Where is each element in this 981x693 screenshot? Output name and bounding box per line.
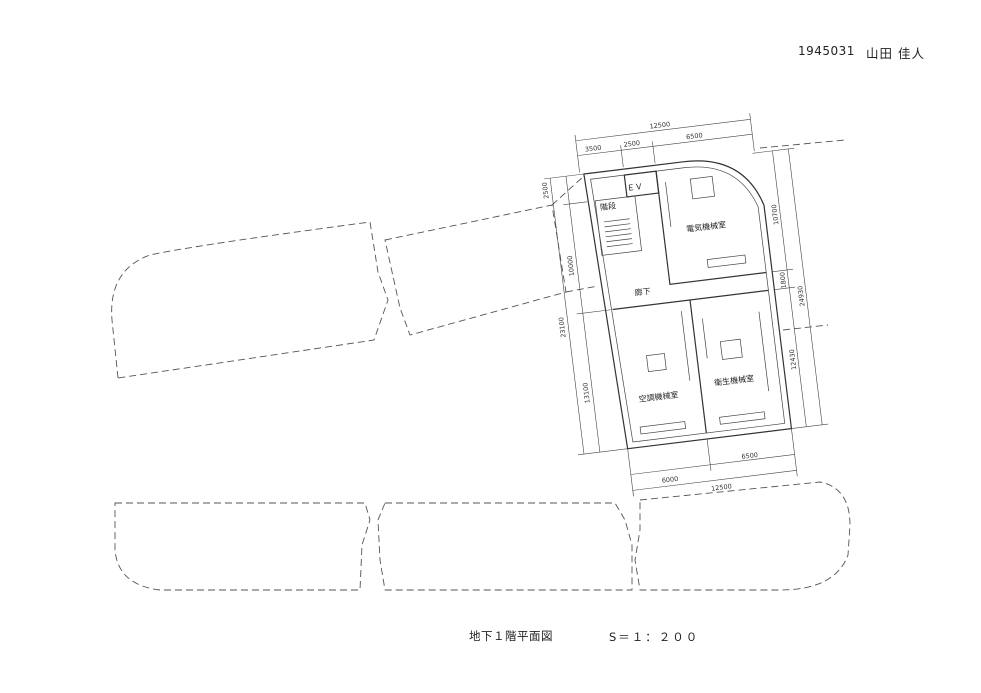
room-divider	[689, 299, 707, 434]
dim-left-total: 23100	[557, 317, 567, 339]
neighbor-building-top-connector	[551, 139, 846, 331]
electrical-room-walls	[655, 171, 767, 285]
dim-bottom-b: 6500	[741, 451, 758, 461]
neighbor-building-lower-right	[634, 481, 851, 591]
neighbor-building-upper-mid	[384, 204, 567, 336]
dimension-top: 12500 3500 2500 6500	[574, 113, 755, 173]
dim-right-a: 10700	[770, 204, 780, 226]
dimension-bottom: 6000 6500 12500	[627, 428, 798, 497]
dim-left-c: 13100	[581, 382, 591, 404]
dim-right-c: 12430	[788, 349, 798, 371]
room-label-electrical: 電気機械室	[686, 219, 727, 234]
author-name: 山田 佳人	[866, 46, 925, 61]
panel-hvac	[639, 421, 687, 435]
student-id: 1945031	[798, 44, 855, 58]
stair-treads	[603, 218, 633, 248]
dim-bottom-total: 12500	[711, 482, 733, 492]
room-label-hvac: 空調機械室	[638, 389, 679, 404]
neighbor-building-lower-left	[114, 502, 371, 591]
room-label-sanitary: 衛生機械室	[714, 373, 755, 388]
building-outline	[583, 160, 793, 450]
dim-top-c: 6500	[686, 131, 703, 141]
dimension-left: 2500 10000 23100 13100	[541, 173, 628, 456]
dim-right-total: 24930	[796, 285, 806, 307]
equipment-electrical	[689, 175, 715, 200]
panel-electrical	[706, 254, 747, 268]
stair-core	[594, 195, 643, 256]
dim-top-a: 3500	[584, 144, 601, 154]
building-plan: ＥＶ 階段 廊下 電気機械室 空調機械室 衛生機械室 12500 3500 25…	[541, 113, 829, 497]
dim-top-b: 2500	[623, 139, 640, 149]
dim-bottom-a: 6000	[661, 475, 678, 485]
equipment-hvac	[646, 353, 667, 372]
room-label-corridor: 廊下	[634, 286, 651, 298]
panel-sanitary	[719, 411, 766, 425]
room-label-ev: ＥＶ	[626, 182, 643, 193]
neighbor-building-upper-left	[111, 221, 389, 379]
room-label-stairs: 階段	[599, 200, 616, 212]
drawing-title: 地下１階平面図	[469, 629, 553, 643]
neighbor-building-lower-mid	[377, 502, 633, 591]
equipment-sanitary	[719, 338, 743, 360]
dim-left-b: 10000	[566, 255, 576, 277]
dim-top-total: 12500	[649, 120, 671, 130]
dimension-right: 10700 1800 24930 12430	[752, 147, 829, 429]
dim-right-b: 1800	[778, 272, 788, 289]
dim-left-a: 2500	[541, 182, 551, 199]
drawing-scale: S＝１：２００	[609, 630, 700, 644]
